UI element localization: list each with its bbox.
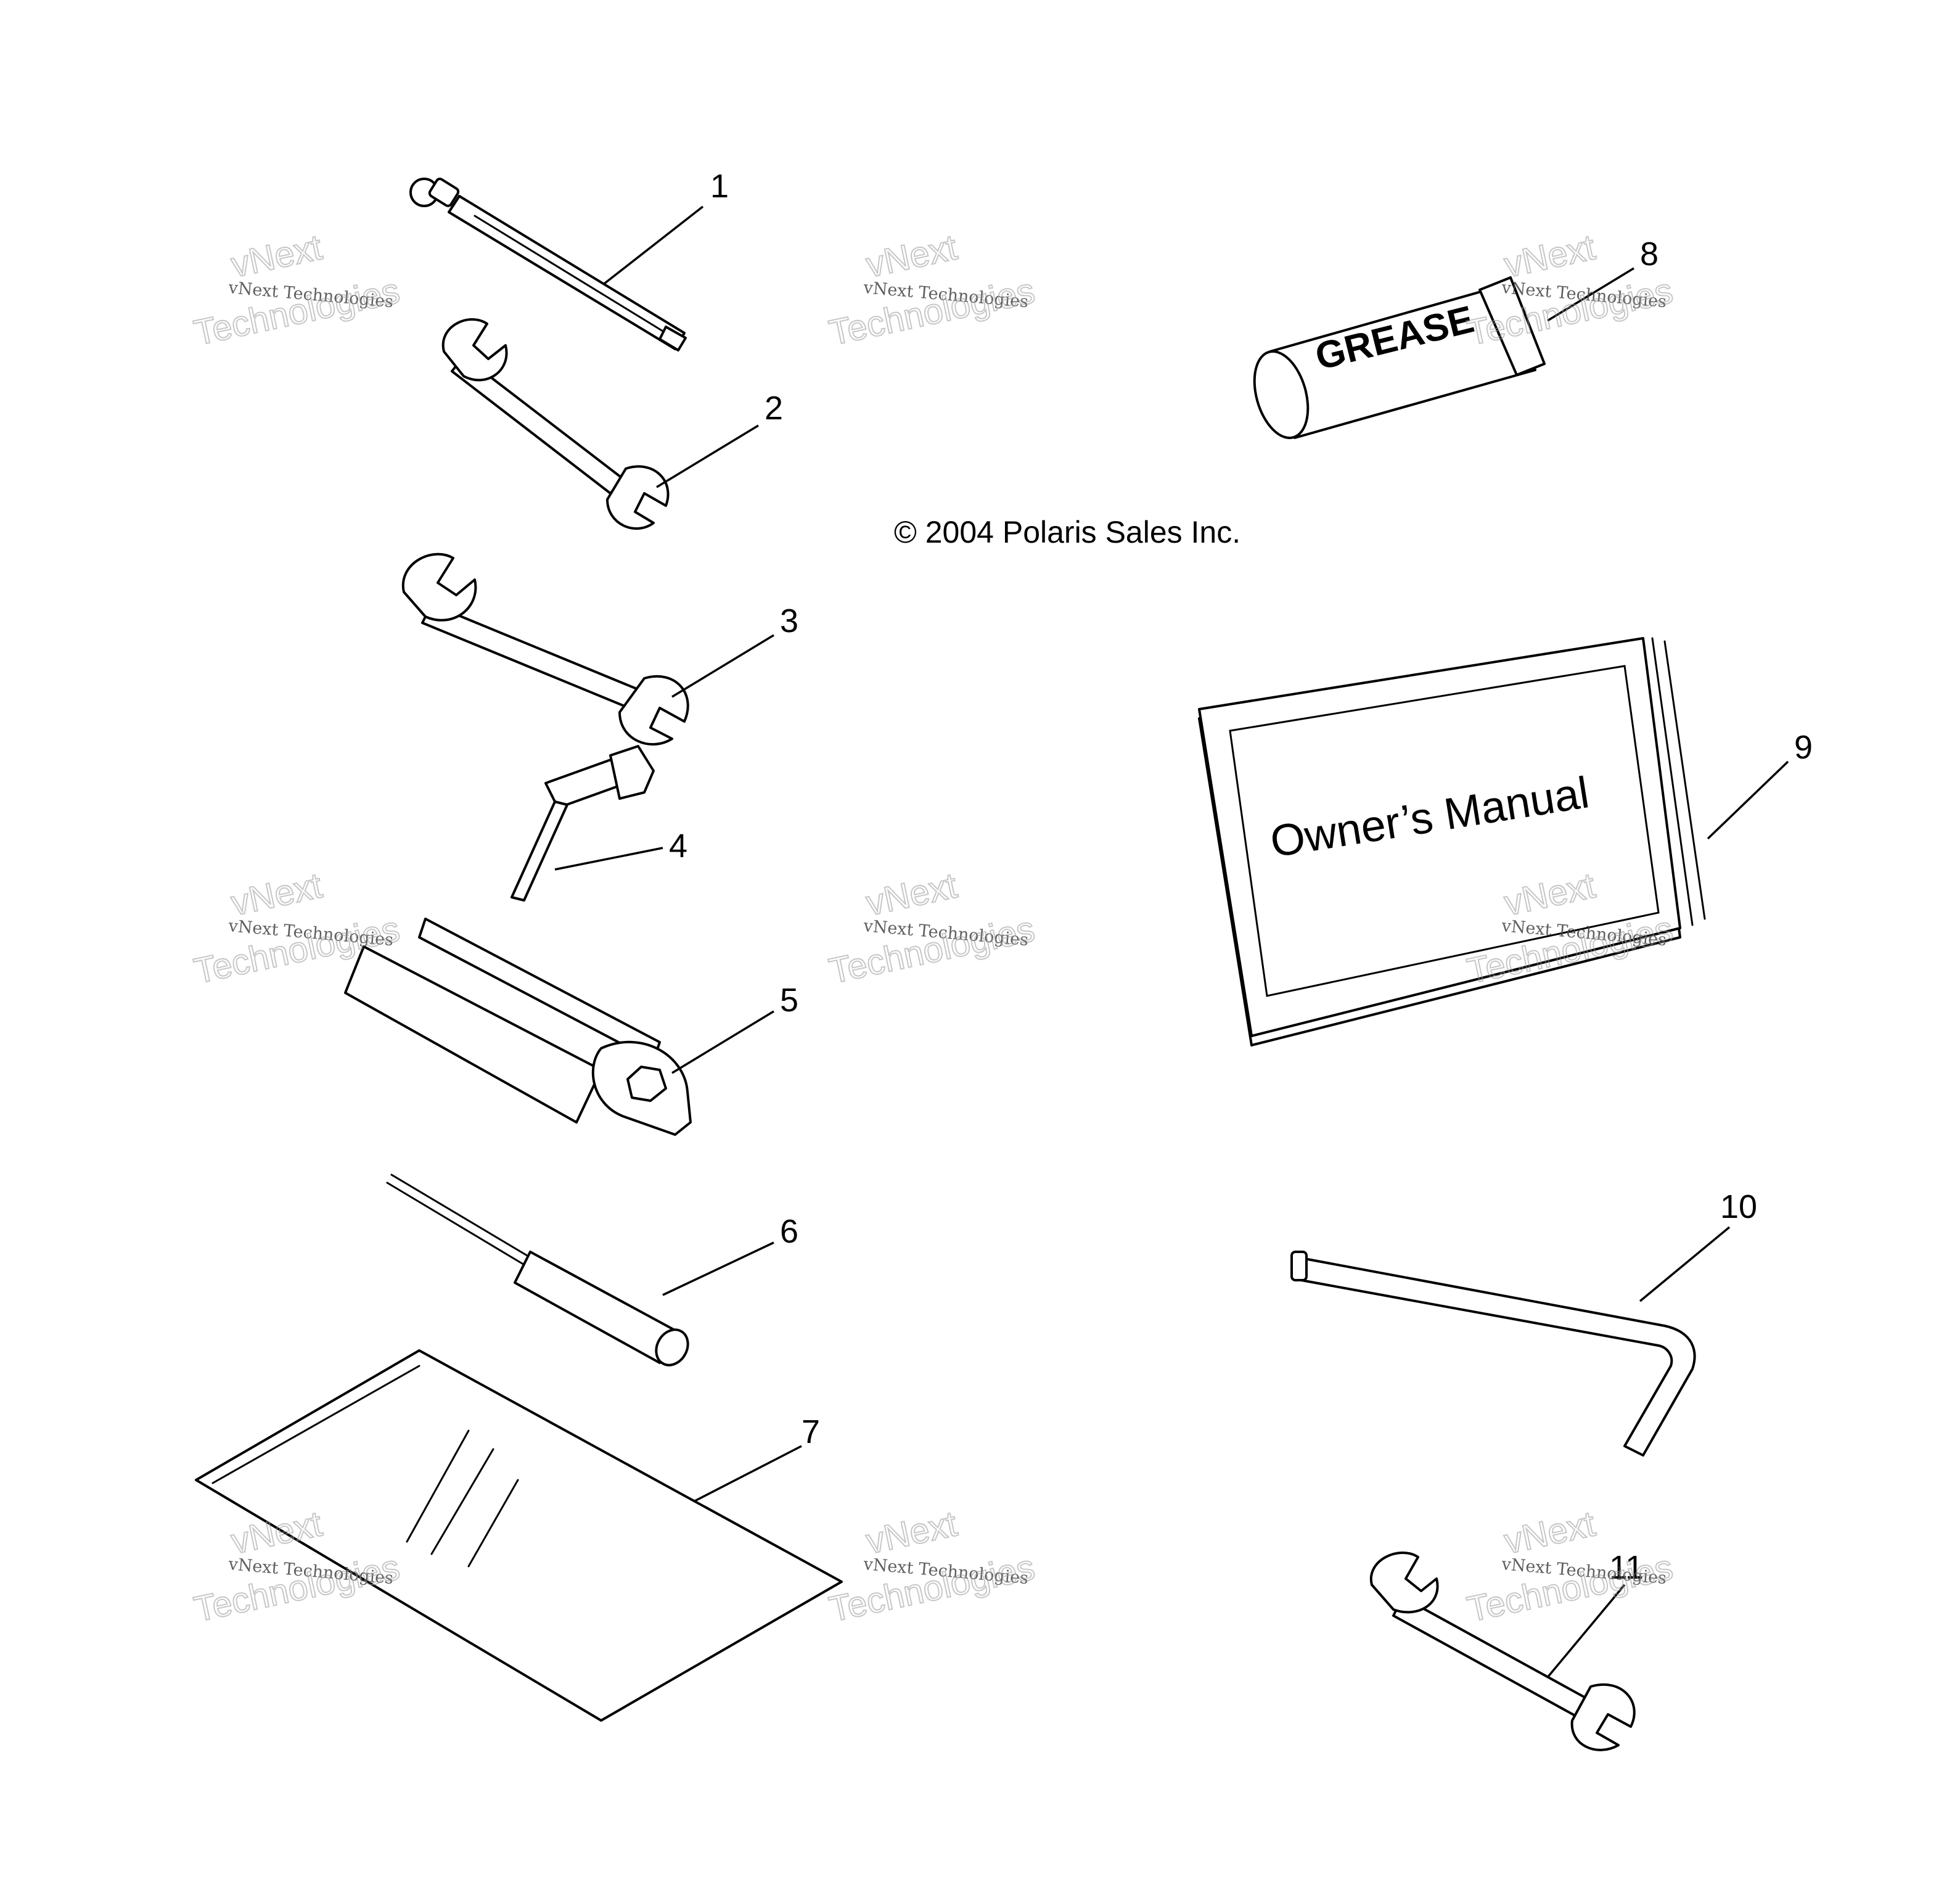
svg-text:vNext: vNext bbox=[228, 865, 326, 923]
svg-text:vNext: vNext bbox=[863, 227, 961, 285]
svg-text:Technologies: Technologies bbox=[826, 909, 1038, 992]
svg-text:vNext: vNext bbox=[1501, 227, 1599, 285]
copyright-text: © 2004 Polaris Sales Inc. bbox=[894, 515, 1240, 549]
callout-5: 5 bbox=[780, 982, 798, 1019]
part-2-wrench bbox=[441, 318, 670, 530]
svg-text:vNext: vNext bbox=[228, 1503, 326, 1561]
svg-text:vNext: vNext bbox=[863, 1503, 961, 1561]
part-8-grease-tube: GREASE bbox=[1253, 276, 1546, 440]
svg-text:vNext: vNext bbox=[863, 865, 961, 923]
part-10-hex-key bbox=[1290, 1251, 1696, 1457]
callout-6: 6 bbox=[780, 1213, 798, 1250]
callout-11: 11 bbox=[1609, 1549, 1644, 1586]
callout-9: 9 bbox=[1794, 729, 1813, 766]
callout-7: 7 bbox=[802, 1413, 820, 1450]
part-4-socket-handle bbox=[511, 745, 655, 902]
callout-10: 10 bbox=[1720, 1188, 1757, 1225]
callout-numbers: 1 2 3 4 5 6 7 8 9 10 11 bbox=[669, 168, 1813, 1586]
part-5-plug-wrench bbox=[344, 918, 692, 1136]
callout-2: 2 bbox=[765, 390, 783, 427]
part-6-screwdriver bbox=[386, 1174, 689, 1367]
callout-1: 1 bbox=[710, 168, 729, 205]
svg-text:vNext: vNext bbox=[228, 227, 326, 285]
svg-text:Technologies: Technologies bbox=[826, 1547, 1038, 1630]
svg-text:vNext: vNext bbox=[1501, 1503, 1599, 1561]
svg-text:Technologies: Technologies bbox=[826, 271, 1038, 353]
callout-4: 4 bbox=[669, 828, 687, 865]
watermark: vNext vNext Technologies Technologies bbox=[825, 226, 1039, 353]
watermark: vNext vNext Technologies Technologies bbox=[190, 226, 404, 353]
part-1-pressure-gauge bbox=[409, 178, 687, 351]
svg-text:Technologies: Technologies bbox=[191, 271, 403, 353]
part-11-wrench bbox=[1369, 1551, 1636, 1751]
callout-8: 8 bbox=[1640, 236, 1659, 273]
leader-lines bbox=[554, 205, 1789, 1679]
callout-3: 3 bbox=[780, 602, 798, 639]
watermark: vNext vNext Technologies Technologies bbox=[825, 865, 1039, 992]
svg-text:Technologies: Technologies bbox=[1464, 1547, 1676, 1630]
part-3-wrench bbox=[401, 553, 689, 746]
watermark: vNext vNext Technologies Technologies bbox=[1463, 1503, 1677, 1630]
part-7-bag bbox=[195, 1349, 843, 1722]
part-9-owners-manual: Owner’s Manual bbox=[1198, 637, 1706, 1046]
watermark: vNext vNext Technologies Technologies bbox=[825, 1503, 1039, 1630]
svg-text:Technologies: Technologies bbox=[191, 1547, 403, 1630]
